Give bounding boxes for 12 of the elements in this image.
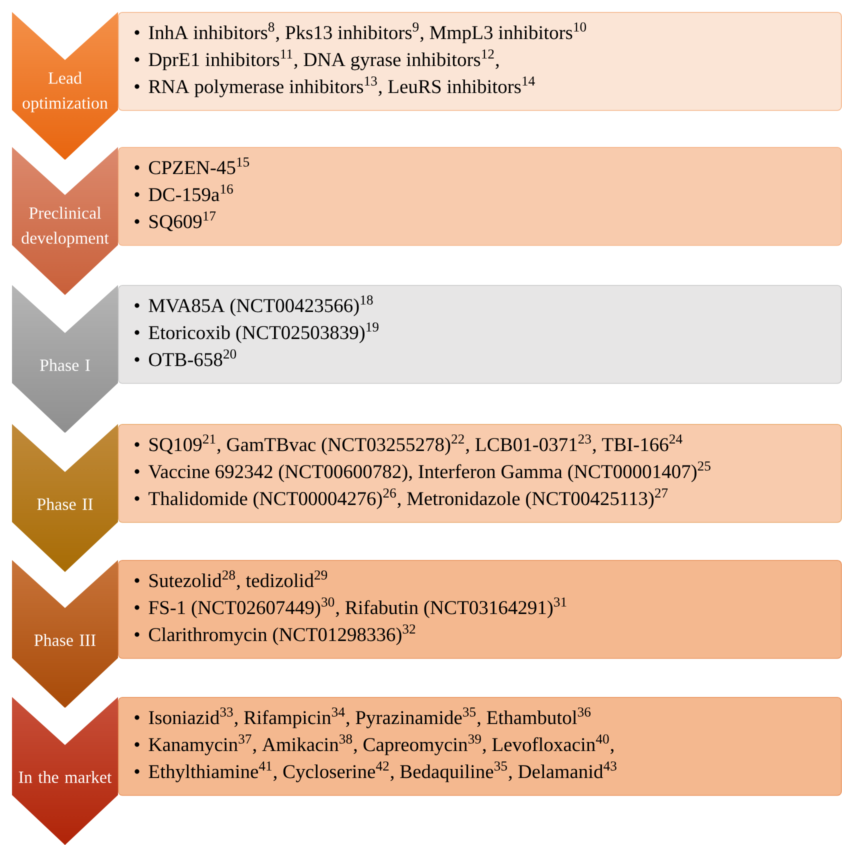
stage-chevron: Lead optimization: [22, 72, 108, 112]
list-box: InhA inhibitors$^{8}$, Pks13 inhibitors$^{9}$, MmpL3 inhibitors$^{10}$ DprE1 inhibitors$^{11}$, DNA gyrase inhibitors$^{12}$, RNA polymerase inhibitors$^{13}$, LeuRS inhibitors$^{14}$: [118, 12, 842, 111]
list-box: SQ109$^{21}$, GamTBvac (NCT03255278)$^{22}$, LCB01-0371$^{23}$, TBI-166$^{24}$ Vaccine 692342 (NCT00600782), Interferon Gamma (NCT00001407)$^{25}$ Thalidomide (NCT00004276)$^{26}$, Metronidazole (NCT00425113)$^{27}$: [118, 424, 842, 523]
stage-chevron: Phase I: [40, 359, 90, 371]
list-box: Sutezolid$^{28}$, tedizolid$^{29}$ FS-1 (NCT02607449)$^{30}$, Rifabutin (NCT03164291)$^{31}$ Clarithromycin (NCT01298336)$^{32}$: [118, 560, 842, 659]
list-box: MVA85A (NCT00423566)$^{18}$ Etoricoxib (NCT02503839)$^{19}$ OTB-658$^{20}$: [118, 285, 842, 384]
list-box: Isoniazid$^{33}$, Rifampicin$^{34}$, Pyrazinamide$^{35}$, Ethambutol$^{36}$ Kanamycin$^{37}$, Amikacin$^{38}$, Capreomycin$^{39}$, Levofloxacin$^{40}$, Ethylthiamine$^{41}$, Cycloserine$^{42}$, Bedaquiline$^{35}$, Delamanid$^{43}$: [118, 697, 842, 796]
stage-chevron: Preclinical development: [22, 206, 109, 248]
list-box: CPZEN-45$^{15}$ DC-159a$^{16}$ SQ609$^{17}$: [118, 147, 842, 246]
stage-chevron: Phase II: [37, 498, 93, 510]
stage-chevron: Phase III: [34, 634, 96, 646]
stage-chevron: In the market: [18, 771, 112, 783]
